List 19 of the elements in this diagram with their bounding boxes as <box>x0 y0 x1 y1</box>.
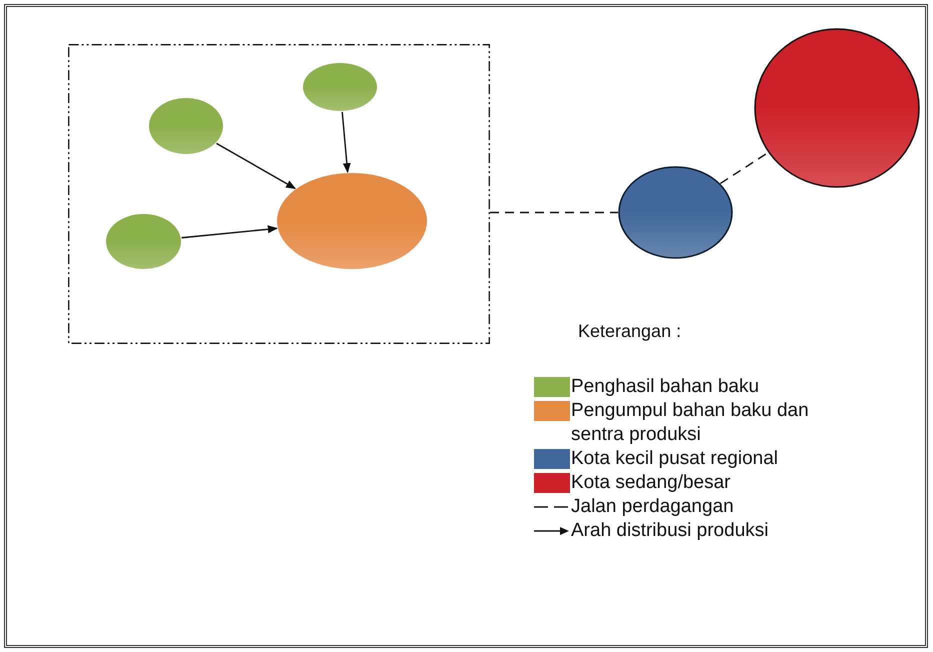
legend-label: Penghasil bahan baku <box>571 375 760 399</box>
legend-label: Kota sedang/besar <box>571 471 732 495</box>
small-city-circle <box>618 166 733 259</box>
legend-label: Kota kecil pusat regional <box>571 447 780 471</box>
legend-label: Jalan perdagangan <box>571 495 735 519</box>
dashed-road-line <box>490 212 618 214</box>
legend-heading: Keterangan : <box>578 320 682 343</box>
large-city-circle <box>754 28 920 188</box>
producer-circle <box>148 97 224 155</box>
legend-label: Pengumpul bahan baku dan sentra produksi <box>571 399 810 447</box>
dashed-road-line <box>720 152 768 184</box>
producer-circle <box>105 213 182 270</box>
region-boundary <box>68 44 490 344</box>
legend-label: Arah distribusi produksi <box>571 519 770 543</box>
arrow <box>216 142 296 190</box>
collector-ellipse <box>276 172 428 270</box>
producer-circle <box>302 62 378 112</box>
arrow <box>182 225 278 238</box>
arrow <box>342 112 351 174</box>
